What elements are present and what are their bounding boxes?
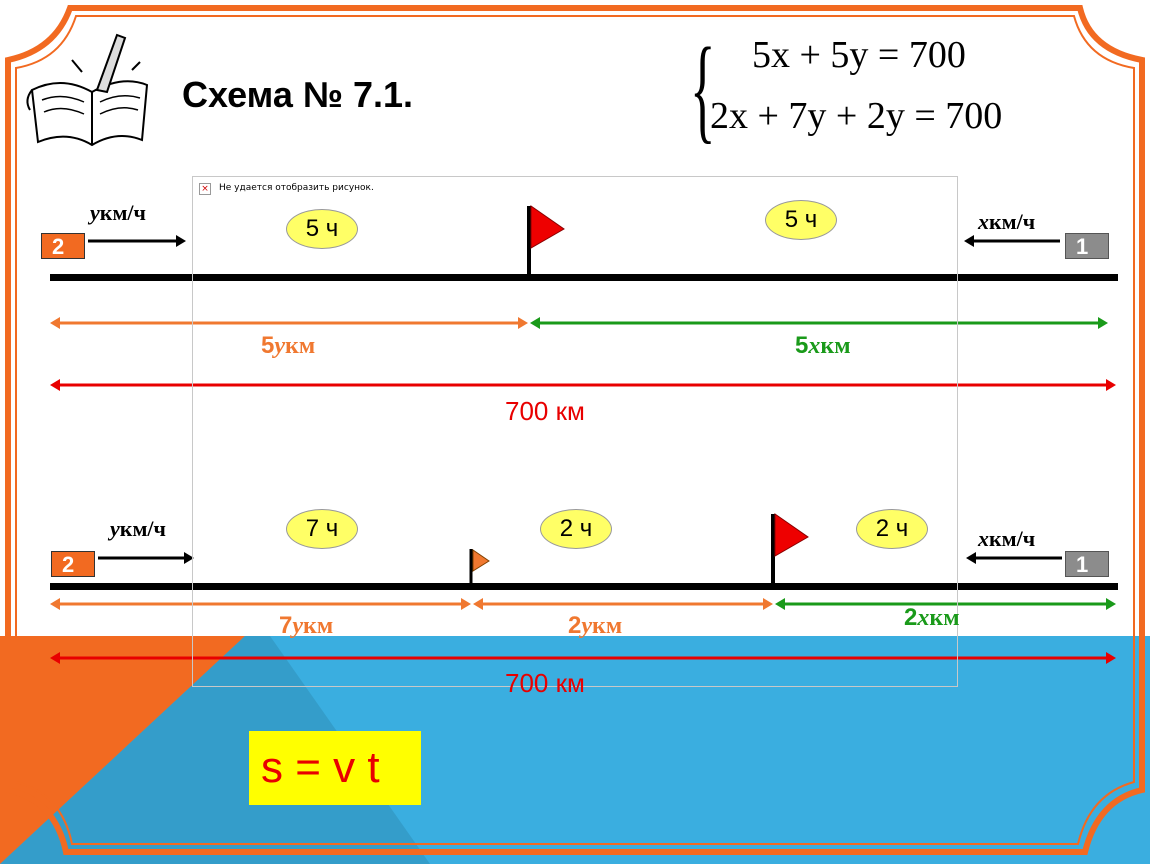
- broken-image-text: Не удается отобразить рисунок.: [219, 183, 374, 193]
- speed-label-left-2: yкм/ч: [110, 516, 166, 541]
- vehicle-2-box-1: 2: [41, 233, 85, 259]
- speed-label-right-1: xкм/ч: [978, 209, 1036, 234]
- slide-title: Схема № 7.1.: [182, 74, 414, 115]
- time-oval-2-a: 7 ч: [286, 509, 358, 549]
- system-brace: {: [690, 23, 716, 154]
- road-line-1: [50, 274, 1118, 281]
- stop-flag: [472, 549, 490, 572]
- equation-1: 5x + 5y = 700: [752, 34, 966, 76]
- orange-frame: [5, 5, 1145, 855]
- dist-label-7y: 7yкм: [279, 612, 334, 639]
- vehicle-2-box-2: 2: [51, 551, 95, 577]
- dist-label-2y: 2yкм: [568, 612, 623, 639]
- meeting-flag-2: [774, 513, 809, 557]
- time-oval-2-b: 2 ч: [540, 509, 612, 549]
- road-line-2: [50, 583, 1118, 590]
- equation-2: 2x + 7y + 2y = 700: [710, 95, 1003, 137]
- orange-frame-inner: [15, 15, 1135, 845]
- formula-box: s = v t: [249, 731, 421, 805]
- time-oval-1-left: 5 ч: [286, 209, 358, 249]
- dist-label-5y: 5yкм: [261, 332, 316, 359]
- dist-label-5x: 5xкм: [795, 332, 851, 359]
- vehicle-1-box-2: 1: [1065, 551, 1109, 577]
- speed-label-left-1: yкм/ч: [90, 200, 146, 225]
- book-pen-icon: [26, 33, 149, 147]
- meeting-flag-1: [530, 205, 565, 249]
- broken-image-frame: [192, 176, 958, 687]
- dark-triangle: [0, 636, 430, 864]
- vehicle-1-box-1: 1: [1065, 233, 1109, 259]
- total-distance-1: 700 км: [505, 396, 585, 426]
- time-oval-1-right: 5 ч: [765, 200, 837, 240]
- total-distance-2: 700 км: [505, 668, 585, 698]
- speed-label-right-2: xкм/ч: [978, 526, 1036, 551]
- dist-label-2x: 2xкм: [904, 604, 960, 631]
- time-oval-2-c: 2 ч: [856, 509, 928, 549]
- broken-image-icon: ×: [199, 183, 211, 195]
